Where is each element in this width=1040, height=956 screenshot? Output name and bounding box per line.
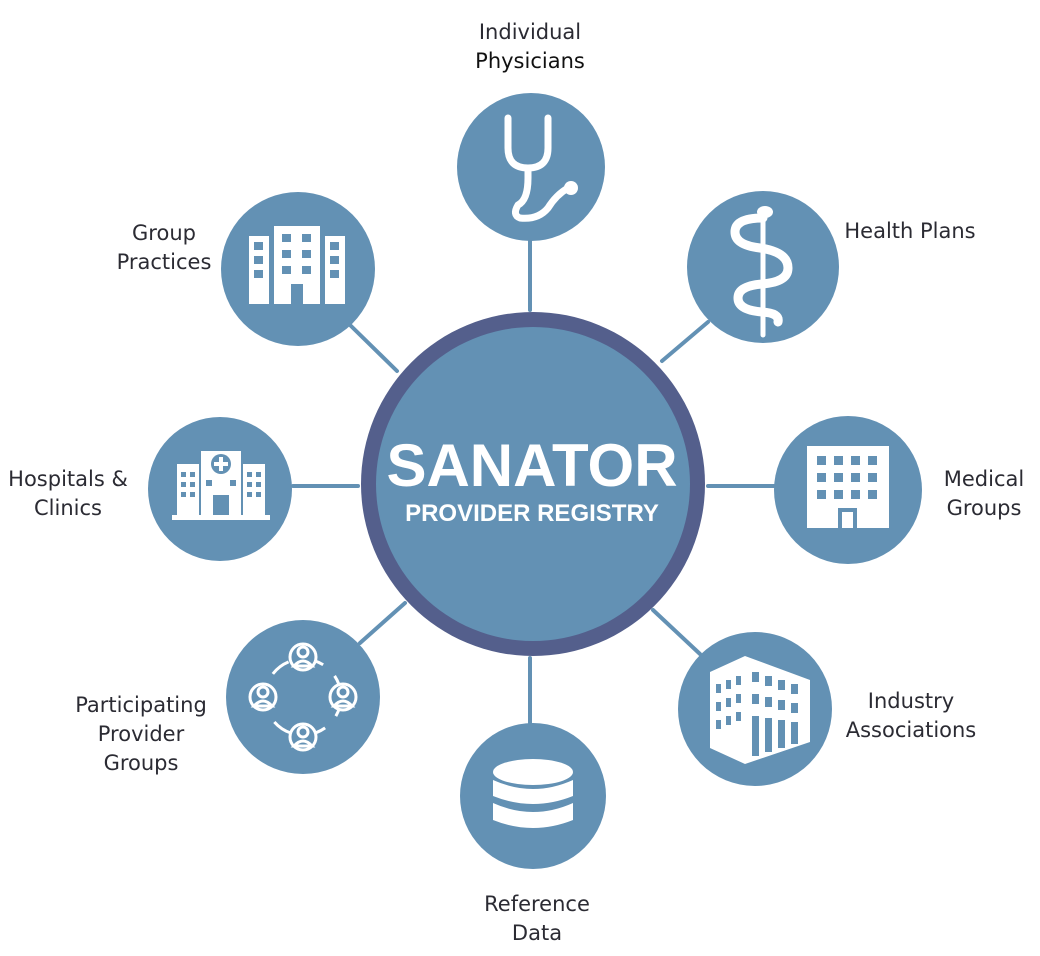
connector-participating-provider-groups <box>358 601 407 645</box>
hub-title: SANATOR <box>386 432 677 499</box>
connector-group-practices <box>348 323 399 373</box>
node-participating-provider-groups <box>226 620 380 774</box>
caduceus-icon <box>730 206 793 338</box>
node-industry-associations <box>678 632 832 786</box>
office-building-icon <box>807 446 889 528</box>
label-medical-groups: Medical Groups <box>943 467 1025 520</box>
node-individual-physicians <box>457 93 605 241</box>
label-reference-data: Reference Data <box>484 892 590 945</box>
node-reference-data <box>460 723 606 869</box>
node-circle <box>226 620 380 774</box>
hospital-icon <box>172 451 270 520</box>
hub: SANATOR PROVIDER REGISTRY <box>361 312 705 656</box>
label-individual-physicians: Individual Physicians <box>475 20 585 73</box>
database-icon <box>493 759 573 828</box>
connector-health-plans <box>660 320 710 363</box>
node-hospitals-clinics <box>148 417 292 561</box>
label-hospitals-clinics: Hospitals & Clinics <box>8 467 128 520</box>
label-health-plans: Health Plans <box>844 219 976 243</box>
corporate-building-icon <box>710 656 810 764</box>
node-medical-groups <box>774 416 922 564</box>
buildings-icon <box>249 226 345 304</box>
people-network-icon <box>248 642 358 752</box>
label-industry-associations: Industry Associations <box>845 689 977 742</box>
label-participating-provider-groups: Participating Provider Groups <box>75 693 207 775</box>
stethoscope-icon <box>504 114 578 222</box>
node-group-practices <box>221 192 375 346</box>
node-health-plans <box>687 191 839 343</box>
label-group-practices: Group Practices <box>116 221 212 274</box>
connectors <box>291 238 777 725</box>
connector-industry-associations <box>651 608 702 656</box>
hub-subtitle: PROVIDER REGISTRY <box>405 500 659 527</box>
hub-core <box>376 327 690 641</box>
